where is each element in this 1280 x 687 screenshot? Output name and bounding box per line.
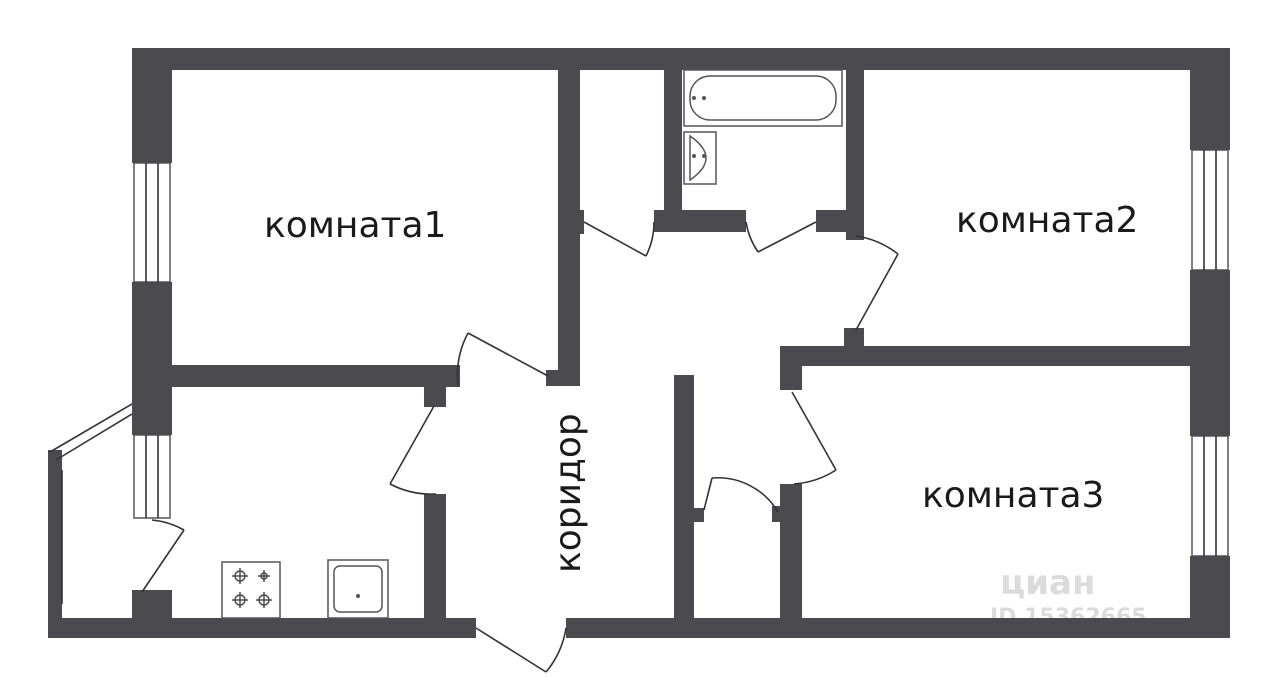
watermark: циан ID 15362665: [990, 563, 1147, 630]
wall-room2-post: [844, 328, 864, 348]
wall-bath-right-foot: [816, 210, 864, 232]
door-room3: [791, 391, 837, 485]
wall-room3-left: [780, 484, 802, 618]
window-room1: [133, 162, 171, 283]
room-labels: комната1 комната2 комната3 коридор: [264, 200, 1138, 573]
door-room1: [456, 332, 549, 386]
wall-bath-right: [846, 70, 864, 240]
wall-right-b: [1190, 270, 1230, 436]
wall-bottom-b: [566, 618, 1230, 638]
door-entrance: [475, 627, 567, 673]
wall-corridor-center: [674, 375, 694, 618]
wall-kitchen-post: [424, 365, 446, 407]
watermark-brand: циан: [1000, 563, 1095, 603]
door-balcony: [141, 519, 185, 593]
interior-walls: [172, 70, 1190, 618]
wall-room1-kitchen: [172, 365, 460, 387]
door-closet: [703, 476, 779, 513]
corridor-label: коридор: [548, 413, 589, 573]
wall-bottom-a: [48, 618, 476, 638]
door-room2: [855, 235, 899, 331]
wall-room3-post: [780, 346, 802, 390]
fixtures: [221, 69, 843, 619]
wall-kitchen-right: [424, 494, 446, 618]
door-toilet: [583, 221, 655, 257]
kitchen-sink-icon: [327, 559, 389, 619]
wall-right-a: [1190, 48, 1230, 150]
wall-room2-room3: [780, 346, 1190, 366]
balcony-wall: [48, 450, 62, 638]
windows: [49, 149, 1229, 604]
room3-label: комната3: [922, 475, 1104, 516]
window-room3: [1191, 435, 1229, 557]
window-kitchen: [133, 434, 171, 519]
window-room2: [1191, 149, 1229, 271]
wall-room1-right: [558, 70, 580, 386]
wall-stub-2: [694, 508, 704, 522]
wall-bath-bottom: [654, 210, 746, 232]
wall-top: [132, 48, 1230, 70]
wall-left-a: [132, 48, 172, 163]
wall-bath-left: [664, 70, 682, 232]
bathtub-icon: [683, 69, 843, 127]
sink-icon: [683, 131, 717, 185]
window-balcony: [49, 403, 133, 604]
stove-icon: [221, 561, 281, 619]
wall-stub-1: [580, 210, 584, 234]
door-bath: [745, 221, 817, 253]
outer-walls: [48, 48, 1230, 638]
room1-label: комната1: [264, 205, 446, 246]
door-kitchen: [389, 405, 437, 495]
room2-label: комната2: [956, 200, 1138, 241]
wall-stub-3: [772, 506, 782, 522]
doors: [141, 221, 899, 673]
wall-room1-right-foot: [546, 370, 580, 386]
wall-left-b: [132, 282, 172, 435]
